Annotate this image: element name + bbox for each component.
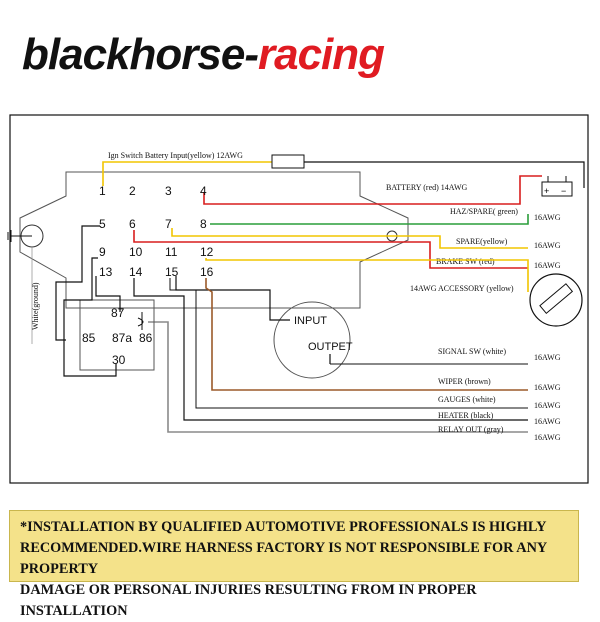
svg-text:+: + [544, 186, 549, 196]
fuse-panel-outline [19, 171, 409, 309]
flasher-output-label: OUTPET [308, 341, 353, 353]
wire-brake-red [133, 230, 528, 269]
notice-line-1: *INSTALLATION BY QUALIFIED AUTOMOTIVE PR… [20, 519, 547, 535]
label-haz-awg: 16AWG [534, 213, 561, 222]
notice-line-2: RECOMMENDED.WIRE HARNESS FACTORY IS NOT … [20, 540, 547, 577]
wire-accessory-yellow [205, 258, 529, 292]
relay-pin-86: 86 [139, 331, 153, 345]
label-haz: HAZ/SPARE( green) [450, 207, 518, 216]
label-spare-awg: 16AWG [534, 241, 561, 250]
terminal-9: 9 [99, 245, 106, 259]
terminal-13: 13 [99, 265, 113, 279]
terminal-16: 16 [200, 265, 214, 279]
inline-fuse [271, 154, 305, 169]
terminal-4: 4 [200, 184, 207, 198]
wire-ign-black [304, 161, 585, 188]
relay-pin-87a: 87a [112, 331, 132, 345]
wire-t13-relay [95, 276, 121, 312]
label-battery: BATTERY (red) 14AWG [386, 183, 467, 192]
terminal-10: 10 [129, 245, 143, 259]
brand-logo-red: racing [257, 30, 385, 79]
wire-flasher-input [175, 276, 290, 321]
ignition-switch-icon [529, 273, 583, 327]
battery-icon: + − [541, 176, 573, 197]
label-wiper-awg: 16AWG [534, 383, 561, 392]
relay-pin-87: 87 [111, 306, 125, 320]
wire-gauges [169, 278, 528, 409]
terminal-7: 7 [165, 217, 172, 231]
terminal-14: 14 [129, 265, 143, 279]
notice-line-3: DAMAGE OR PERSONAL INJURIES RESULTING FR… [20, 582, 477, 619]
wiring-diagram-page: blackhorse-racing Ign Switch Battery Inp… [7, 30, 589, 619]
label-signal-awg: 16AWG [534, 353, 561, 362]
brand-logo: blackhorse-racing [22, 30, 385, 80]
relay-coil-curve [137, 317, 144, 327]
label-brake-awg: 16AWG [534, 261, 561, 270]
relay-pin-85: 85 [82, 331, 96, 345]
diagram-frame [9, 114, 589, 484]
wire-t5-relay85 [55, 225, 100, 341]
terminal-11: 11 [165, 245, 178, 259]
label-heater: HEATER (black) [438, 411, 494, 420]
label-wiper: WIPER (brown) [438, 377, 491, 386]
label-accessory: 14AWG ACCESSORY (yellow) [410, 284, 514, 293]
label-signal: SIGNAL SW (white) [438, 347, 506, 356]
relay-pin-30: 30 [112, 353, 126, 367]
relay-box [79, 299, 155, 371]
terminal-1: 1 [99, 184, 106, 198]
brand-logo-dark: blackhorse- [22, 30, 259, 79]
label-relay-out-awg: 16AWG [534, 433, 561, 442]
wire-relay-out-gray [148, 321, 528, 433]
wire-haz-green [210, 214, 529, 225]
label-heater-awg: 16AWG [534, 417, 561, 426]
terminal-5: 5 [99, 217, 106, 231]
diagram-canvas: Ign Switch Battery Input(yellow) 12AWG +… [7, 114, 589, 484]
flasher-unit [273, 301, 351, 379]
label-ign: Ign Switch Battery Input(yellow) 12AWG [108, 151, 243, 160]
terminal-6: 6 [129, 217, 136, 231]
ground-icon [7, 230, 32, 242]
wire-ign-yellow [102, 161, 272, 186]
label-brake: BRAKE SW (red) [436, 257, 495, 266]
wire-wiper-brown [205, 278, 528, 391]
wire-battery-red [203, 175, 542, 205]
terminal-3: 3 [165, 184, 172, 198]
terminal-12: 12 [200, 245, 214, 259]
label-relay-out: RELAY OUT (gray) [438, 425, 504, 434]
terminal-2: 2 [129, 184, 136, 198]
wire-heater-black [133, 278, 528, 421]
label-gauges: GAUGES (white) [438, 395, 496, 404]
wire-t9-relay30 [63, 257, 117, 377]
terminal-8: 8 [200, 217, 207, 231]
label-ground: White(ground) [31, 282, 40, 330]
label-gauges-awg: 16AWG [534, 401, 561, 410]
installation-notice: *INSTALLATION BY QUALIFIED AUTOMOTIVE PR… [9, 510, 579, 619]
svg-text:−: − [561, 186, 566, 196]
flasher-input-label: INPUT [294, 315, 327, 327]
terminal-15: 15 [165, 265, 179, 279]
wire-spare-yellow [171, 228, 528, 249]
label-spare: SPARE(yellow) [456, 237, 508, 246]
